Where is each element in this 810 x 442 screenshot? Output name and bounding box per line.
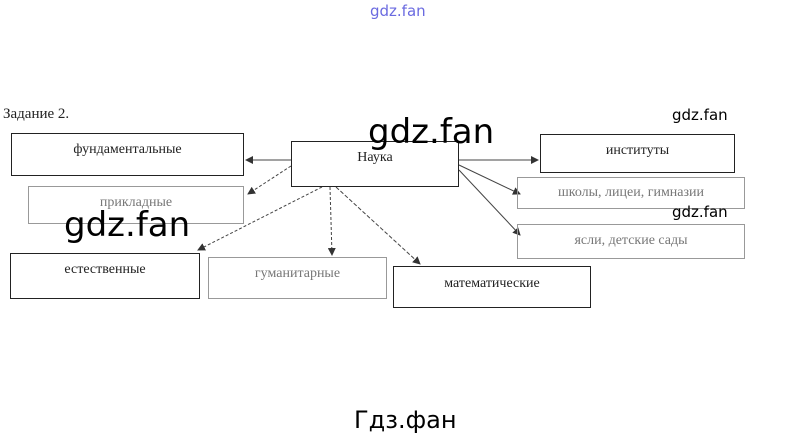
node-science: Наука (291, 141, 459, 187)
node-humanities: гуманитарные (208, 257, 387, 299)
node-applied: прикладные (28, 186, 244, 224)
watermark-big-2: gdz.fan (64, 205, 191, 245)
arrow-nursery (458, 169, 521, 236)
node-institutes: институты (540, 134, 735, 173)
arrow-applied (247, 165, 292, 195)
arrow-schools (458, 164, 521, 195)
task-title: Задание 2. (3, 106, 70, 122)
node-natural: естественные (10, 253, 200, 299)
node-math: математические (393, 266, 591, 308)
watermark-big: gdz.fan (368, 112, 495, 152)
watermark-small-2: gdz.fan (672, 203, 728, 221)
watermark-small: gdz.fan (672, 106, 728, 124)
arrow-math (335, 186, 421, 265)
node-schools: школы, лицеи, гимназии (517, 177, 745, 209)
arrow-humanities (327, 186, 336, 256)
watermark-bottom: Гдз.фан (354, 406, 457, 434)
node-nursery: ясли, детские сады (517, 224, 745, 259)
watermark-top: gdz.fan (370, 2, 426, 20)
node-fundamental: фундаментальные (11, 133, 244, 176)
arrow-natural (197, 186, 323, 251)
